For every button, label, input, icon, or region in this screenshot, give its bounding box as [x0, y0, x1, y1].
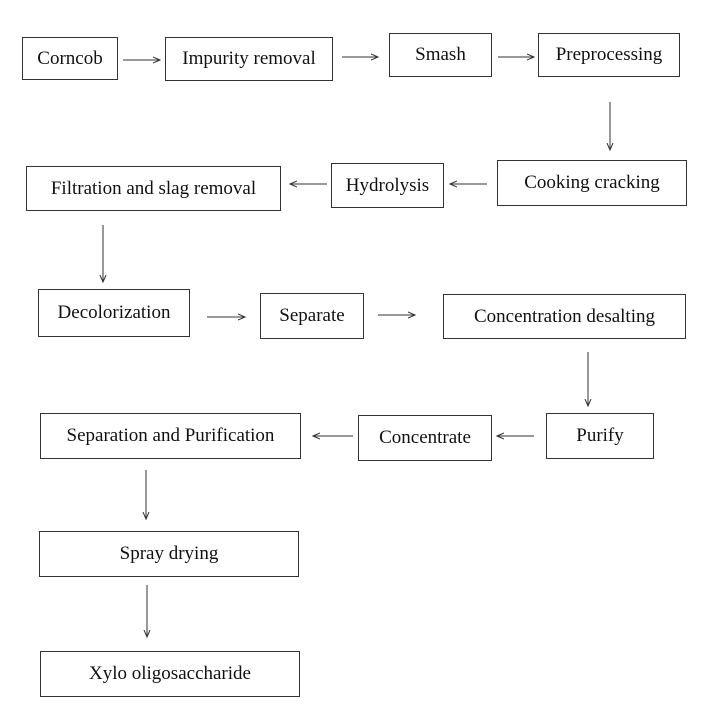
step-preprocessing: Preprocessing [538, 33, 680, 77]
step-decolorization: Decolorization [38, 289, 190, 337]
step-smash: Smash [389, 33, 492, 77]
step-spray-drying: Spray drying [39, 531, 299, 577]
step-filtration-slag-removal: Filtration and slag removal [26, 166, 281, 211]
step-concentration-desalting: Concentration desalting [443, 294, 686, 339]
step-concentrate: Concentrate [358, 415, 492, 461]
step-corncob: Corncob [22, 37, 118, 80]
step-xylo-oligosaccharide: Xylo oligosaccharide [40, 651, 300, 697]
step-impurity-removal: Impurity removal [165, 37, 333, 81]
step-hydrolysis: Hydrolysis [331, 163, 444, 208]
step-cooking-cracking: Cooking cracking [497, 160, 687, 206]
step-purify: Purify [546, 413, 654, 459]
step-separation-purification: Separation and Purification [40, 413, 301, 459]
step-separate: Separate [260, 293, 364, 339]
